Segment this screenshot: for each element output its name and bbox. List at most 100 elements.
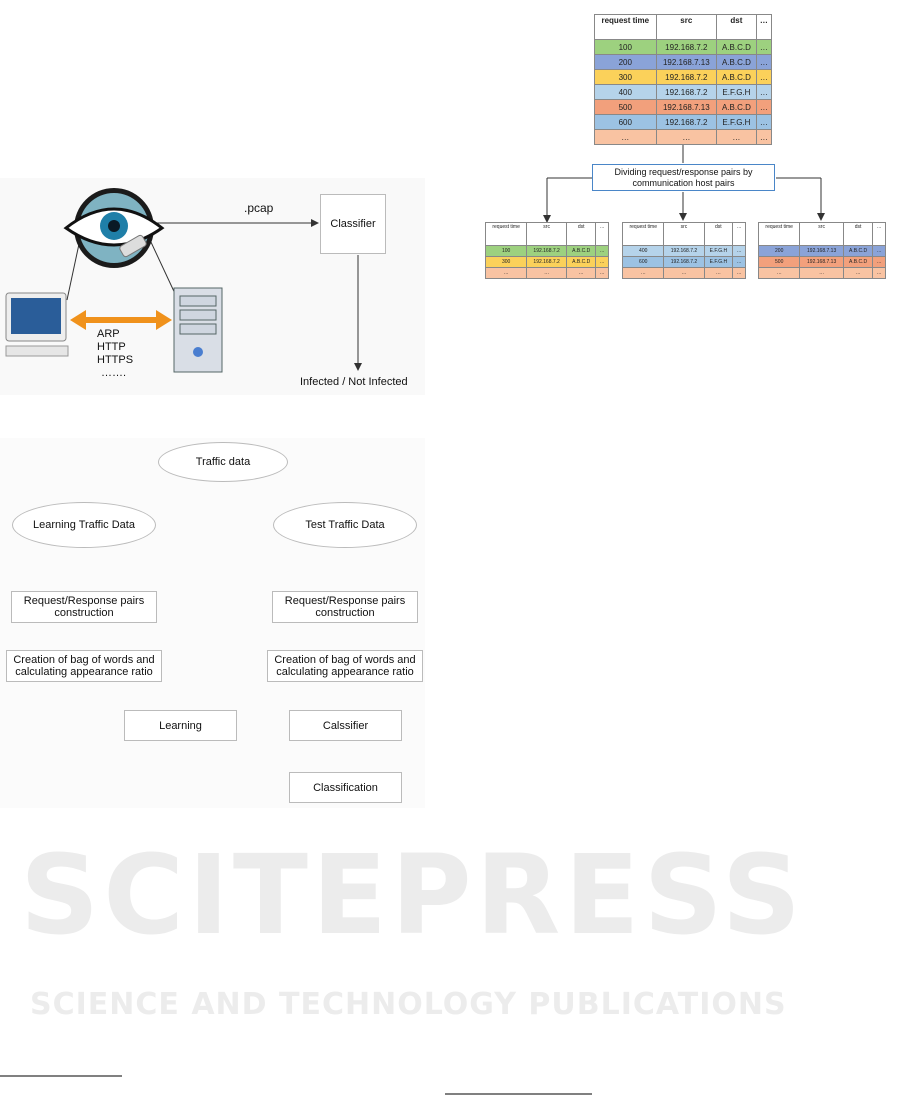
header-cell: … bbox=[872, 222, 886, 246]
table-cell: … bbox=[872, 256, 886, 268]
header-cell: request time bbox=[484, 222, 528, 246]
header-cell: dst bbox=[703, 222, 734, 246]
protocol-https: HTTPS bbox=[97, 354, 134, 366]
table-cell: 500 bbox=[757, 256, 801, 268]
classification-box: Classification bbox=[289, 772, 402, 803]
table-cell: 192.168.7.2 bbox=[655, 39, 718, 55]
table-cell: 192.168.7.13 bbox=[799, 256, 844, 268]
header-cell: src bbox=[799, 222, 844, 246]
pcap-label: .pcap bbox=[244, 201, 274, 215]
table-cell: A.B.C.D bbox=[716, 54, 757, 70]
table-cell: … bbox=[595, 267, 609, 279]
table-cell: A.B.C.D bbox=[716, 39, 757, 55]
table-cell: E.F.G.H bbox=[703, 245, 734, 257]
protocol-http: HTTP bbox=[97, 341, 126, 353]
table-cell: E.F.G.H bbox=[703, 256, 734, 268]
table-cell: 600 bbox=[621, 256, 665, 268]
table-cell: … bbox=[621, 267, 665, 279]
table-cell: 300 bbox=[484, 256, 528, 268]
table-cell: … bbox=[732, 267, 746, 279]
table-cell: … bbox=[526, 267, 568, 279]
table-cell: A.B.C.D bbox=[716, 69, 757, 85]
bidirectional-arrow-icon bbox=[70, 310, 172, 330]
table-cell: 300 bbox=[594, 69, 657, 85]
bow-right-box: Creation of bag of words and calculating… bbox=[267, 650, 423, 682]
table-cell: … bbox=[595, 245, 609, 257]
bro-logo-icon bbox=[63, 188, 165, 268]
table-cell: 400 bbox=[594, 84, 657, 100]
table-cell: … bbox=[594, 129, 657, 145]
server-icon bbox=[173, 287, 223, 373]
table-cell: … bbox=[755, 129, 773, 145]
table-cell: … bbox=[732, 245, 746, 257]
header-cell: request time bbox=[594, 14, 657, 40]
table-cell: … bbox=[872, 267, 886, 279]
divider-box: Dividing request/response pairs by commu… bbox=[592, 164, 775, 191]
header-cell: dst bbox=[716, 14, 757, 40]
header-cell: dst bbox=[842, 222, 874, 246]
test-data-node: Test Traffic Data bbox=[273, 502, 417, 548]
table-cell: 100 bbox=[484, 245, 528, 257]
table-cell: A.B.C.D bbox=[566, 245, 597, 257]
bow-left-box: Creation of bag of words and calculating… bbox=[6, 650, 162, 682]
result-label: Infected / Not Infected bbox=[300, 376, 408, 388]
figure-3-flowchart bbox=[0, 438, 425, 808]
table-cell: … bbox=[755, 114, 773, 130]
table-cell: 200 bbox=[757, 245, 801, 257]
table-cell: 192.168.7.2 bbox=[655, 114, 718, 130]
pairs-left-box: Request/Response pairs construction bbox=[11, 591, 157, 623]
table-row: ………… bbox=[621, 267, 746, 279]
protocol-arp: ARP bbox=[97, 328, 120, 340]
header-cell: request time bbox=[757, 222, 801, 246]
table-cell: 600 bbox=[594, 114, 657, 130]
computer-icon bbox=[5, 292, 69, 357]
header-cell: dst bbox=[566, 222, 597, 246]
table-cell: 192.168.7.2 bbox=[526, 245, 568, 257]
table-cell: A.B.C.D bbox=[842, 256, 874, 268]
table-cell: … bbox=[755, 54, 773, 70]
table-cell: … bbox=[755, 99, 773, 115]
learning-data-node: Learning Traffic Data bbox=[12, 502, 156, 548]
table-cell: 192.168.7.2 bbox=[655, 69, 718, 85]
table-cell: … bbox=[842, 267, 874, 279]
table-cell: E.F.G.H bbox=[716, 114, 757, 130]
header-cell: src bbox=[663, 222, 705, 246]
table-cell: … bbox=[595, 256, 609, 268]
table-cell: … bbox=[703, 267, 734, 279]
header-cell: … bbox=[595, 222, 609, 246]
table-cell: A.B.C.D bbox=[566, 256, 597, 268]
table-cell: … bbox=[484, 267, 528, 279]
header-cell: src bbox=[655, 14, 718, 40]
table-cell: A.B.C.D bbox=[842, 245, 874, 257]
table-cell: E.F.G.H bbox=[716, 84, 757, 100]
table-cell: 192.168.7.13 bbox=[799, 245, 844, 257]
header-cell: request time bbox=[621, 222, 665, 246]
table-cell: 192.168.7.2 bbox=[663, 245, 705, 257]
learning-box: Learning bbox=[124, 710, 237, 741]
table-cell: … bbox=[755, 39, 773, 55]
table-cell: … bbox=[716, 129, 757, 145]
traffic-data-node: Traffic data bbox=[158, 442, 288, 482]
table-cell: … bbox=[755, 69, 773, 85]
header-cell: … bbox=[755, 14, 773, 40]
table-cell: 200 bbox=[594, 54, 657, 70]
table-cell: … bbox=[655, 129, 718, 145]
classifier-box: Classifier bbox=[320, 194, 386, 254]
table-row: ………… bbox=[757, 267, 886, 279]
